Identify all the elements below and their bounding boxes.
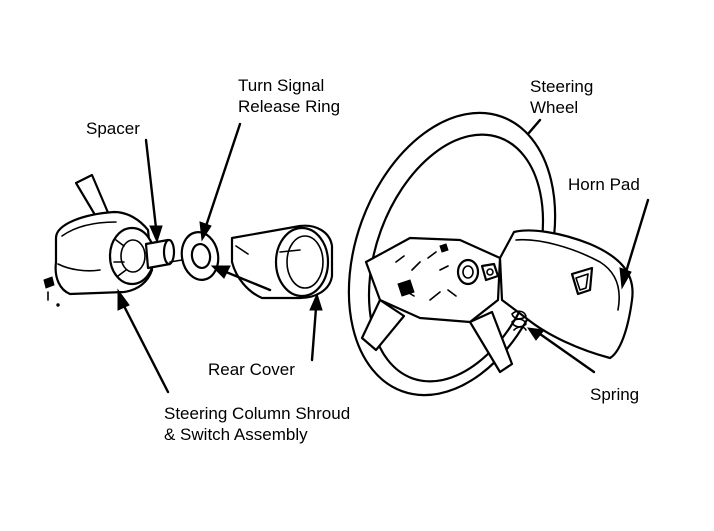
label-turn-signal-line1: Turn Signal bbox=[238, 76, 325, 95]
label-horn-pad: Horn Pad bbox=[568, 175, 640, 194]
rear-cover bbox=[230, 224, 334, 300]
steering-wheel bbox=[347, 111, 557, 397]
column-shroud-switch-assembly bbox=[43, 173, 176, 307]
label-spring: Spring bbox=[590, 385, 640, 404]
label-shroud-line2: & Switch Assembly bbox=[164, 425, 308, 444]
label-steering-wheel-line1: Steering bbox=[530, 77, 594, 96]
label-spacer: Spacer bbox=[86, 119, 140, 138]
label-shroud-line1: Steering Column Shroud bbox=[164, 404, 351, 423]
leader-lines bbox=[117, 118, 650, 394]
label-turn-signal-line2: Release Ring bbox=[238, 97, 341, 116]
horn-pad bbox=[498, 229, 634, 360]
turn-signal-release-ring bbox=[169, 231, 220, 281]
label-rear-cover: Rear Cover bbox=[208, 360, 295, 379]
label-steering-wheel-line2: Wheel bbox=[530, 98, 579, 117]
spring-part bbox=[511, 310, 527, 331]
